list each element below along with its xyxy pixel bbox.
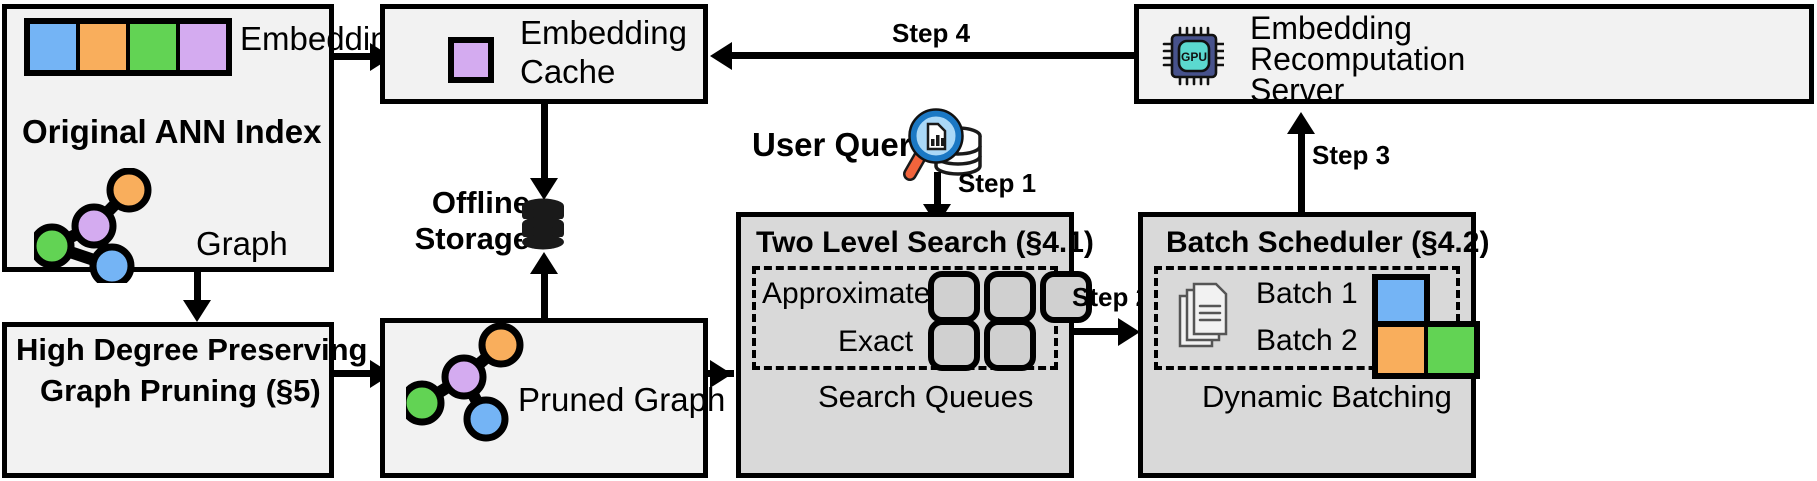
- arrow-step4-line: [730, 52, 1134, 59]
- recompute-server-title-3: Server: [1250, 72, 1345, 108]
- arrow-cache-to-storage-line: [541, 104, 548, 182]
- documents-stack-icon: [1178, 282, 1228, 348]
- arrow-index-to-pruning-line: [194, 272, 201, 304]
- queue-slot[interactable]: [928, 271, 980, 323]
- queue-slot[interactable]: [984, 319, 1036, 371]
- arrow-cache-to-storage-head: [530, 178, 558, 200]
- batch-scheduler-title: Batch Scheduler (§4.2): [1166, 226, 1490, 259]
- pruned-graph-label: Pruned Graph: [518, 381, 726, 418]
- graph-pruning-title-2: Graph Pruning (§5): [40, 373, 321, 408]
- batch-swatch-orange: [1378, 327, 1424, 373]
- two-level-search-title: Two Level Search (§4.1): [756, 226, 1094, 259]
- arrow-index-to-pruning-head: [183, 300, 211, 322]
- arrow-step3-head: [1287, 112, 1315, 134]
- approximate-row-label: Approximate: [762, 277, 931, 310]
- embedding-cache-title-1: Embedding: [520, 14, 687, 51]
- offline-storage-label-2: Storage: [414, 221, 530, 256]
- exact-queue-slots: [928, 319, 1036, 371]
- gpu-icon-text: GPU: [1181, 50, 1207, 64]
- embedding-swatch-strip: [24, 18, 232, 76]
- original-index-graph: [34, 168, 152, 283]
- search-queues-footer: Search Queues: [818, 379, 1034, 414]
- pruned-graph-figure: [406, 322, 524, 442]
- step4-label: Step 4: [892, 18, 971, 48]
- arrow-step2-line: [1074, 328, 1126, 335]
- queue-slot[interactable]: [1040, 271, 1092, 323]
- exact-row-label: Exact: [838, 325, 914, 358]
- recompute-server-title-2: Recomputation: [1250, 41, 1466, 77]
- embedding-swatch-purple: [180, 24, 226, 70]
- offline-storage-label-1: Offline: [431, 185, 530, 220]
- gpu-chip-icon: GPU: [1162, 26, 1224, 86]
- embedding-chip: [448, 37, 494, 83]
- arrow-step3-line: [1298, 128, 1305, 212]
- arrow-step1-line: [934, 172, 941, 210]
- database-cylinder-icon: [522, 198, 564, 250]
- step3-label: Step 3: [1312, 140, 1391, 170]
- graph-pruning-box: [2, 322, 334, 478]
- batch-1-label: Batch 1: [1256, 277, 1358, 310]
- dynamic-batching-footer: Dynamic Batching: [1202, 379, 1452, 414]
- embedding-cache-title-2: Cache: [520, 53, 616, 90]
- queue-slot[interactable]: [984, 271, 1036, 323]
- arrow-step4-head: [710, 42, 732, 70]
- queue-slot[interactable]: [928, 319, 980, 371]
- batch-2-label: Batch 2: [1256, 324, 1358, 357]
- embedding-cache-box: [380, 4, 708, 104]
- batch-2-swatches: [1372, 321, 1480, 379]
- recompute-server-title-1: Embedding: [1250, 10, 1412, 46]
- arrow-pruning-to-prunedgraph-line: [334, 370, 372, 377]
- original-ann-index-title: Original ANN Index: [22, 113, 322, 150]
- dynamic-batching-panel: [1154, 266, 1460, 370]
- batch-swatch-green: [1428, 327, 1474, 373]
- step2-label: Step 2: [1072, 282, 1151, 312]
- arrow-prunedgraph-to-search-head: [710, 360, 732, 388]
- embedding-swatch-green: [130, 24, 176, 70]
- search-database-icon: [903, 108, 982, 181]
- arrow-index-to-cache-line: [334, 53, 372, 60]
- batch-swatch-blue: [1378, 280, 1424, 326]
- recompute-server-box: [1134, 4, 1814, 104]
- approximate-queue-slots: [928, 271, 1092, 323]
- embedding-swatch-blue: [30, 24, 76, 70]
- graph-pruning-title-1: High Degree Preserving: [16, 332, 368, 367]
- arrow-step2-head: [1118, 318, 1140, 346]
- graph-label: Graph: [196, 225, 288, 262]
- arrow-prunedgraph-to-storage-head: [530, 252, 558, 274]
- step1-label: Step 1: [958, 168, 1037, 198]
- arrow-prunedgraph-to-storage-line: [541, 268, 548, 330]
- user-query-label: User Query: [752, 126, 930, 163]
- embedding-swatch-orange: [80, 24, 126, 70]
